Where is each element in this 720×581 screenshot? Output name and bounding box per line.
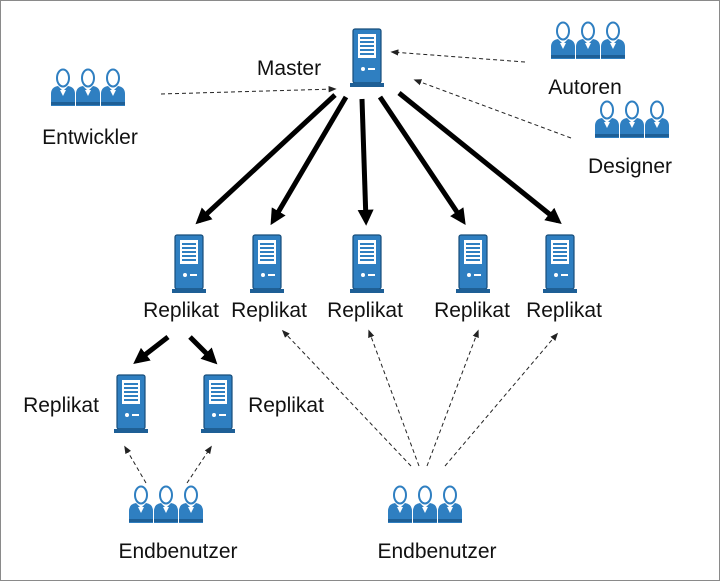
dashed-enduser-left-2: [186, 445, 212, 484]
user-group-icon: [51, 70, 125, 107]
server-icon: [455, 234, 491, 294]
server-icon: [113, 374, 149, 434]
replica-label: Replikat: [526, 299, 602, 322]
replica-label: Replikat: [434, 299, 510, 322]
designers-label: Designer: [588, 155, 672, 178]
dashed-enduser-left-1: [124, 445, 147, 484]
replica-label: Replikat: [327, 299, 403, 322]
server-icon: [171, 234, 207, 294]
arrow-master-replica-5: [397, 91, 562, 225]
replica-label: Replikat: [143, 299, 219, 322]
user-group-icon: [388, 487, 462, 524]
dashed-developers-master: [160, 85, 337, 95]
dashed-enduser-right-4: [444, 332, 559, 467]
arrow-replica-sub-left: [133, 335, 170, 364]
replication-arrows: [133, 91, 562, 365]
user-group-icon: [595, 102, 669, 139]
developers-label: Entwickler: [42, 126, 138, 149]
replica-label: Replikat: [248, 394, 324, 417]
arrow-master-replica-4: [377, 95, 466, 225]
server-icon: [200, 374, 236, 434]
dashed-enduser-right-2: [368, 329, 420, 467]
user-group-icon: [129, 487, 203, 524]
replica-label: Replikat: [231, 299, 307, 322]
arrow-master-replica-3: [357, 98, 374, 226]
server-icon: [249, 234, 285, 294]
server-icon: [349, 234, 385, 294]
access-arrows: [124, 49, 572, 484]
arrow-master-replica-2: [270, 95, 349, 226]
replica-label: Replikat: [23, 394, 99, 417]
server-icon: [542, 234, 578, 294]
authors-label: Autoren: [548, 76, 622, 99]
arrow-master-replica-1: [195, 93, 337, 225]
dashed-authors-master: [390, 49, 526, 63]
end-users-right-label: Endbenutzer: [377, 540, 496, 563]
user-group-icon: [551, 23, 625, 60]
server-icon: [349, 28, 385, 88]
dashed-enduser-right-1: [281, 329, 412, 467]
end-users-left-label: Endbenutzer: [118, 540, 237, 563]
arrow-replica-sub-right: [188, 335, 218, 365]
master-label: Master: [257, 57, 321, 80]
dashed-enduser-right-3: [426, 329, 479, 467]
